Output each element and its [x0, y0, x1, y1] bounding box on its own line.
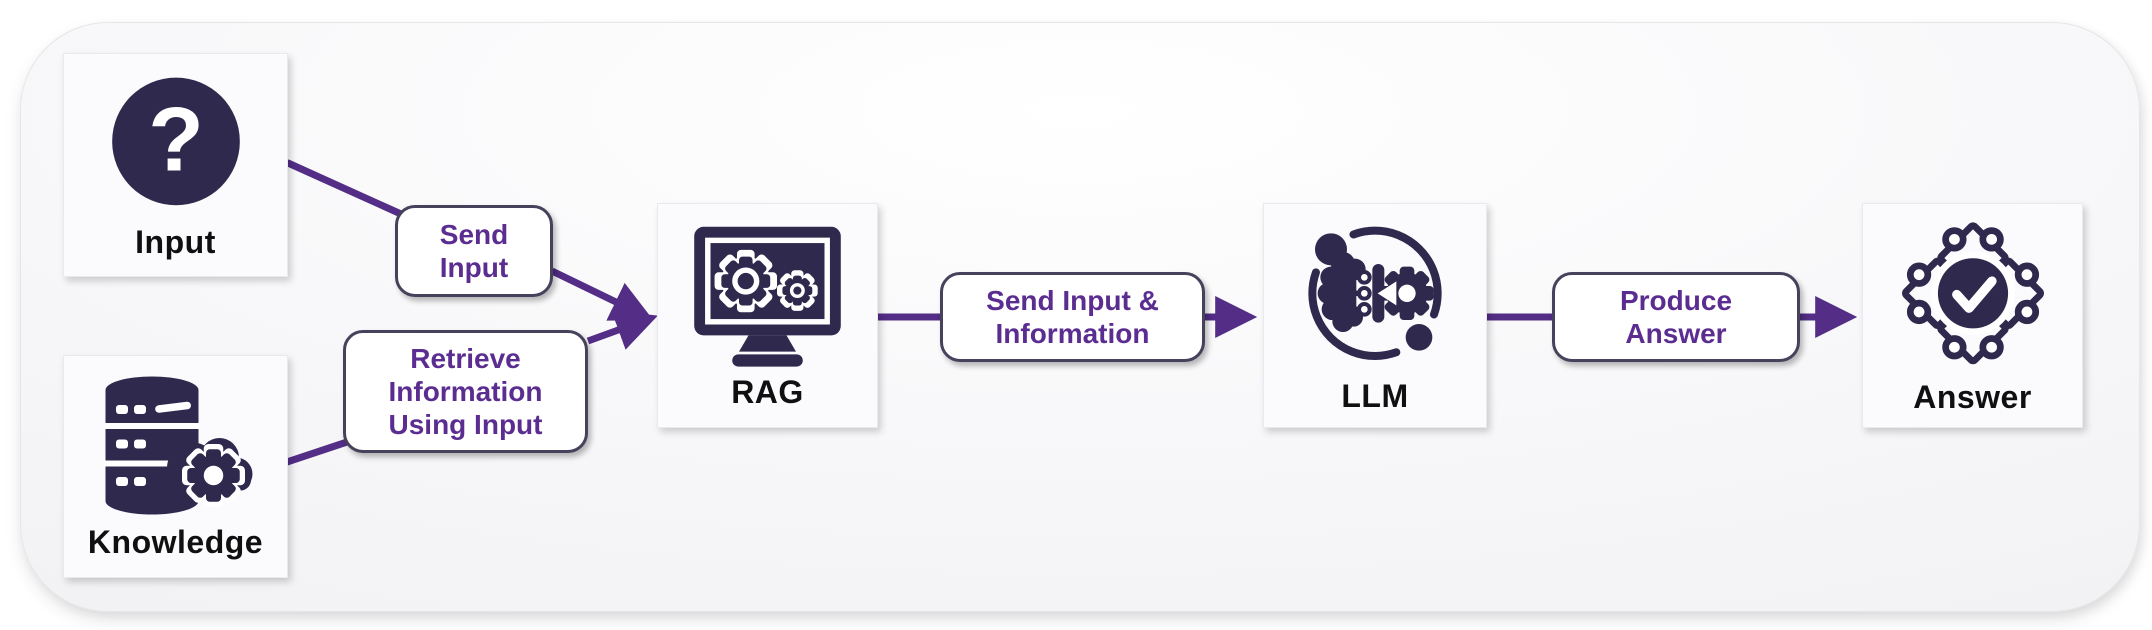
node-knowledge-label: Knowledge	[87, 524, 264, 560]
puzzle-checkmark-icon	[1901, 222, 2044, 365]
node-rag: RAG	[657, 203, 878, 428]
question-circle-icon: ?	[111, 77, 240, 205]
node-answer-label: Answer	[1913, 379, 2032, 415]
edge-send-input-to-rag	[550, 267, 654, 321]
node-input: ? Input	[63, 53, 288, 277]
edge-knowledge-to-retrieve	[283, 437, 354, 466]
svg-text:?: ?	[148, 88, 204, 190]
node-input-label: Input	[135, 223, 216, 260]
edge-label-send-input-information: Send Input & Information	[940, 272, 1205, 362]
edge-input-to-send-input	[284, 159, 405, 218]
edge-retrieve-to-rag	[586, 310, 658, 350]
monitor-gears-icon	[694, 226, 841, 367]
node-rag-label: RAG	[731, 374, 804, 410]
node-llm: LLM	[1263, 203, 1487, 428]
node-answer: Answer	[1862, 203, 2083, 428]
node-llm-label: LLM	[1341, 378, 1409, 414]
edge-label-send-input: Send Input	[395, 205, 553, 297]
edge-label-produce-answer: Produce Answer	[1552, 272, 1800, 362]
edge-label-retrieve-information: Retrieve Information Using Input	[343, 330, 588, 453]
node-knowledge: Knowledge	[63, 355, 288, 578]
database-cloud-gear-icon	[105, 376, 252, 515]
brain-gear-orbit-icon	[1308, 226, 1442, 360]
